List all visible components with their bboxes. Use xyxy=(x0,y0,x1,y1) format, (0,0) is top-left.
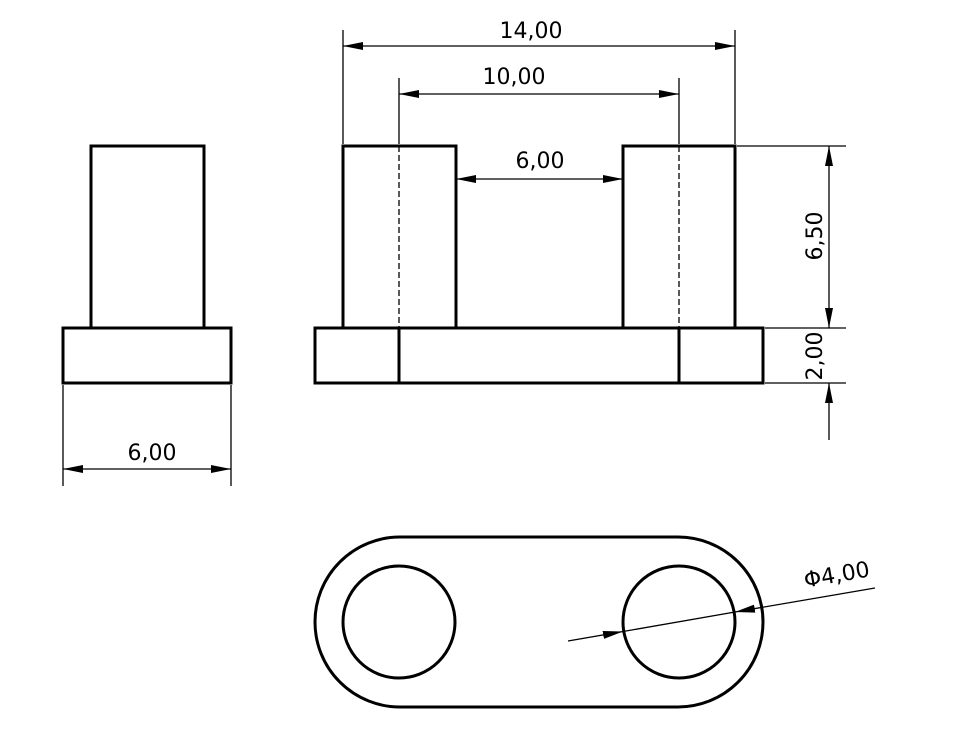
side-base xyxy=(61,326,233,385)
diameter-leader xyxy=(567,630,624,642)
gap-dimension: 6,00 xyxy=(516,149,565,174)
side-view: 6,00 xyxy=(61,144,233,486)
diameter-line xyxy=(622,611,736,633)
base-height-dimension: 2,00 xyxy=(803,332,828,381)
front-base xyxy=(313,326,765,385)
right-hole xyxy=(621,564,737,680)
hole-diameter-dimension: Φ4,00 xyxy=(802,558,872,594)
side-post xyxy=(89,144,206,330)
diameter-leader xyxy=(734,587,876,613)
left-hole xyxy=(341,564,457,680)
overall-width-dimension: 14,00 xyxy=(500,19,563,44)
post-height-dimension: 6,50 xyxy=(803,212,828,261)
side-width-dimension: 6,00 xyxy=(128,441,177,466)
top-view: Φ4,00 xyxy=(313,535,876,709)
top-outline xyxy=(313,535,765,709)
hole-center-dimension: 10,00 xyxy=(483,65,546,90)
front-view: 14,00 10,00 6,00 6,50 2,00 xyxy=(313,19,846,440)
